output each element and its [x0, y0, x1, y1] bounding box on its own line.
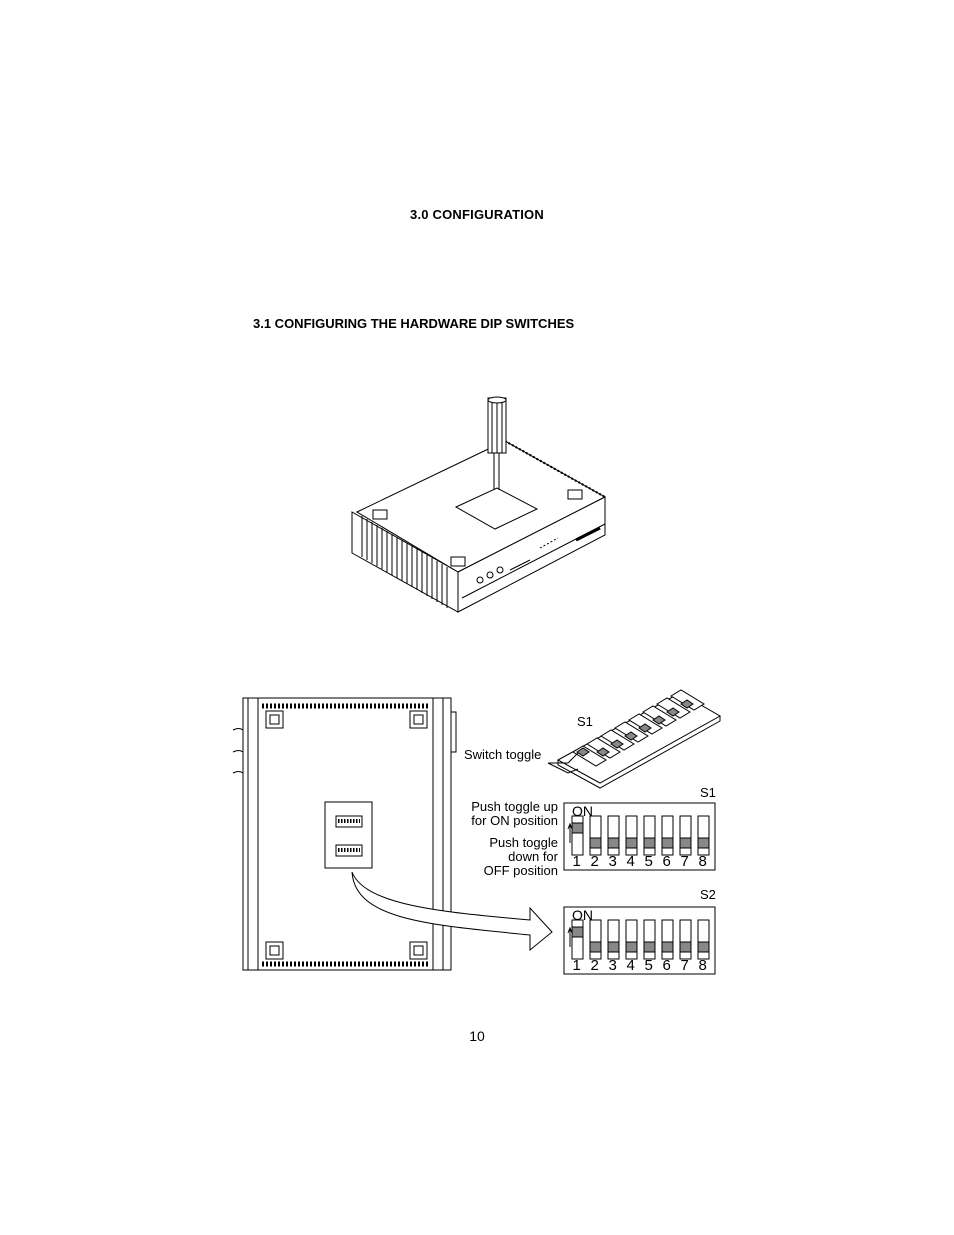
screwdriver-icon: [487, 396, 507, 490]
s1-knob-7: [679, 837, 692, 849]
push-up-line2: for ON position: [471, 813, 558, 828]
s2-knob-3: [607, 941, 620, 953]
s2-number-1: 1: [573, 957, 581, 974]
s1-number-8: 8: [699, 853, 707, 870]
s1-toggle-3: [607, 815, 620, 856]
s2-number-7: 7: [681, 957, 689, 974]
s1-toggle-5: [643, 815, 656, 856]
s1-on-label: ON: [572, 803, 593, 819]
s2-number-8: 8: [699, 957, 707, 974]
s2-toggle-3: [607, 919, 620, 960]
s1-toggle-7: [679, 815, 692, 856]
s2-toggle-5: [643, 919, 656, 960]
s2-knob-8: [697, 941, 710, 953]
s1-number-4: 4: [627, 853, 635, 870]
s1-up-arrowhead: [567, 822, 573, 830]
s1-toggle-1: [571, 815, 584, 856]
s1-iso-label: S1: [577, 714, 593, 729]
s2-toggle-2: [589, 919, 602, 960]
s1-knob-5: [643, 837, 656, 849]
s2-number-5: 5: [645, 957, 653, 974]
s1-label: S1: [700, 785, 716, 800]
s2-number-6: 6: [663, 957, 671, 974]
s1-number-1: 1: [573, 853, 581, 870]
s1-knob-2: [589, 837, 602, 849]
s2-toggle-7: [679, 919, 692, 960]
s1-knob-1: [571, 822, 584, 834]
section-title: 3.0 CONFIGURATION: [410, 207, 544, 222]
s2-knob-6: [661, 941, 674, 953]
s2-toggle-6: [661, 919, 674, 960]
s2-number-3: 3: [609, 957, 617, 974]
s2-toggle-8: [697, 919, 710, 960]
s2-knob-1: [571, 926, 584, 938]
push-down-line3: OFF position: [483, 863, 558, 878]
board-top-view: [232, 697, 553, 971]
s1-number-2: 2: [591, 853, 599, 870]
page-number: 10: [469, 1028, 485, 1044]
s2-up-arrowhead: [567, 926, 573, 934]
s1-knob-6: [661, 837, 674, 849]
s2-label: S2: [700, 887, 716, 902]
s2-toggle-1: [571, 919, 584, 960]
heat-sink-fins: [361, 516, 448, 608]
s2-knob-5: [643, 941, 656, 953]
s1-knob-3: [607, 837, 620, 849]
s2-toggle-4: [625, 919, 638, 960]
s1-number-7: 7: [681, 853, 689, 870]
push-down-note: Push toggle down for OFF position: [458, 836, 558, 878]
s2-knob-4: [625, 941, 638, 953]
s2-number-4: 4: [627, 957, 635, 974]
s1-toggle-6: [661, 815, 674, 856]
s1-number-3: 3: [609, 853, 617, 870]
s1-number-5: 5: [645, 853, 653, 870]
push-down-line1: Push toggle: [489, 835, 558, 850]
push-up-note: Push toggle up for ON position: [458, 800, 558, 828]
s1-knob-8: [697, 837, 710, 849]
s1-toggle-8: [697, 815, 710, 856]
s2-number-2: 2: [591, 957, 599, 974]
push-up-line1: Push toggle up: [471, 799, 558, 814]
dip-switch-isometric: [547, 689, 722, 789]
s1-knob-4: [625, 837, 638, 849]
s2-on-label: ON: [572, 907, 593, 923]
s1-toggle-2: [589, 815, 602, 856]
s1-toggle-4: [625, 815, 638, 856]
s1-number-6: 6: [663, 853, 671, 870]
switch-toggle-label: Switch toggle: [464, 747, 542, 762]
s2-knob-7: [679, 941, 692, 953]
s2-knob-2: [589, 941, 602, 953]
push-down-line2: down for: [508, 849, 558, 864]
subsection-title: 3.1 CONFIGURING THE HARDWARE DIP SWITCHE…: [253, 316, 575, 331]
arrow: [351, 871, 553, 952]
